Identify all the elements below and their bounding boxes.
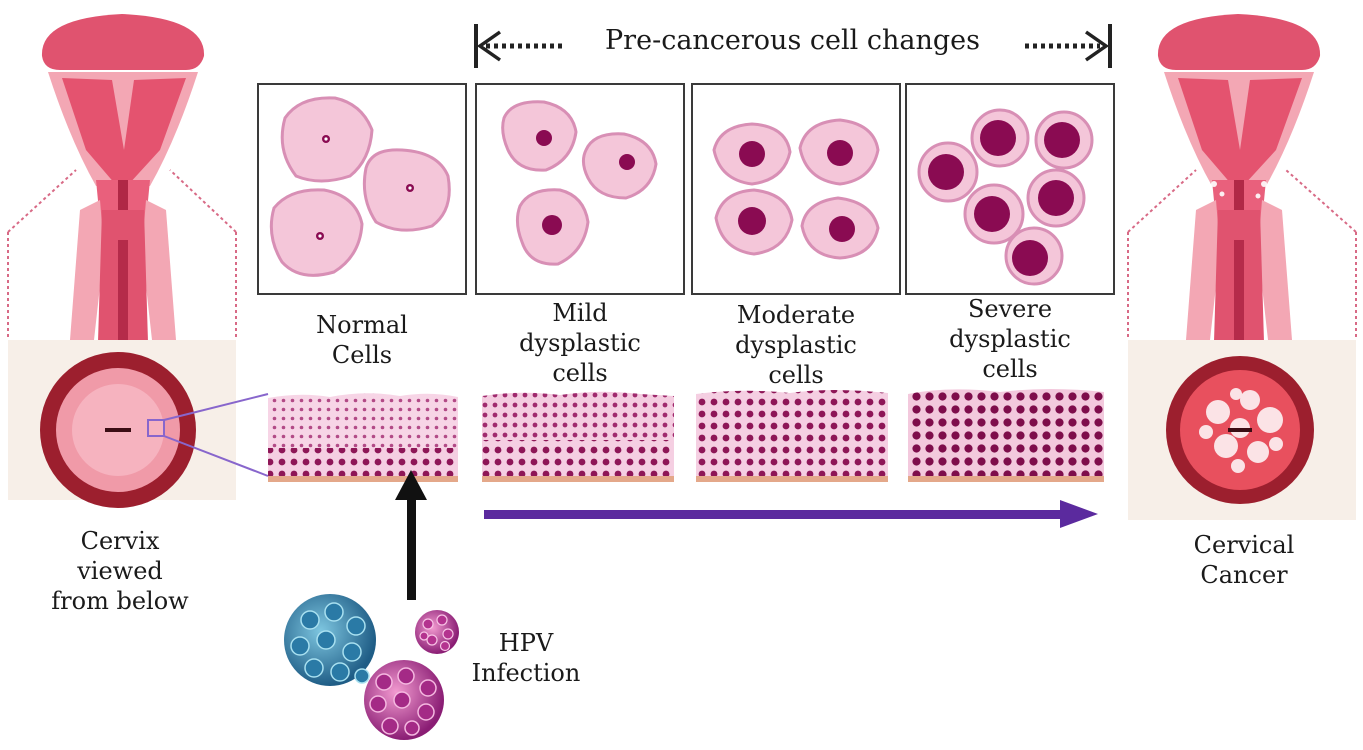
tissue-strip-severe [908, 389, 1104, 482]
cervix-viewed-label: Cervix viewed from below [51, 527, 189, 615]
cervix-to-tissue-lines [163, 393, 269, 477]
stage-label-severe: Severe dysplastic cells [949, 295, 1071, 383]
stage-box-normal [257, 83, 467, 295]
hpv-virus-small-pink-icon [415, 610, 459, 654]
stage-label-moderate: Moderate dysplastic cells [735, 301, 857, 389]
cancer-uterus-icon [1157, 14, 1321, 342]
left-zoom-lines [7, 169, 237, 340]
tissue-strip-normal [268, 393, 458, 482]
hpv-virus-large-blue-icon [284, 594, 376, 686]
hpv-virus-medium-pink-icon [364, 660, 444, 740]
header-range-arrow [474, 24, 1112, 68]
stage-box-mild [475, 83, 685, 295]
cervix-cancer-icon [1166, 356, 1314, 504]
progression-arrow [484, 500, 1098, 528]
cervical-cancer-label: Cervical Cancer [1193, 531, 1295, 589]
tissue-strip-mild [482, 391, 674, 482]
normal-uterus-icon [41, 14, 205, 342]
tissue-strip-moderate [696, 390, 888, 482]
hpv-infection-label: HPV Infection [471, 629, 581, 687]
precancerous-header: Pre-cancerous cell changes [605, 25, 980, 56]
stage-box-moderate [691, 83, 901, 295]
right-zoom-lines [1127, 169, 1357, 340]
hpv-infection-arrow [395, 470, 427, 600]
stage-box-severe [905, 83, 1115, 295]
stage-label-normal: Normal Cells [316, 311, 408, 369]
stage-label-mild: Mild dysplastic cells [519, 299, 641, 387]
cervix-normal-icon [40, 352, 196, 508]
